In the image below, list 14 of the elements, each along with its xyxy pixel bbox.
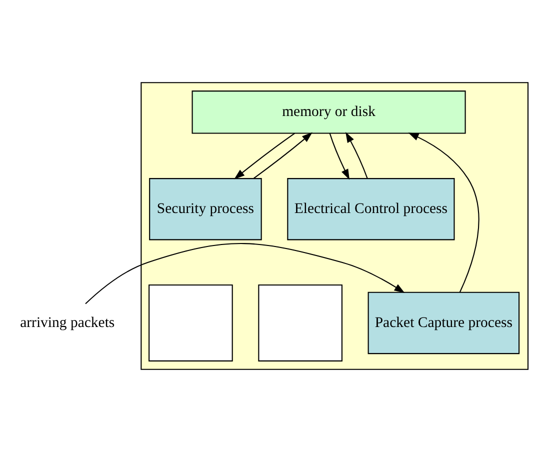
node-box: Security process xyxy=(149,178,262,240)
node-box xyxy=(258,284,342,362)
node-box: Packet Capture process xyxy=(368,292,520,354)
node-box xyxy=(148,284,233,362)
node-text: arriving packets xyxy=(20,314,115,331)
node-box: memory or disk xyxy=(192,90,466,134)
arrow xyxy=(234,132,295,180)
arrow xyxy=(329,133,350,180)
arrow xyxy=(346,132,368,178)
cluster xyxy=(140,82,529,370)
arrow xyxy=(408,132,480,293)
node-box: Electrical Control process xyxy=(287,178,455,240)
arrow xyxy=(254,132,312,179)
arrow xyxy=(85,243,405,304)
